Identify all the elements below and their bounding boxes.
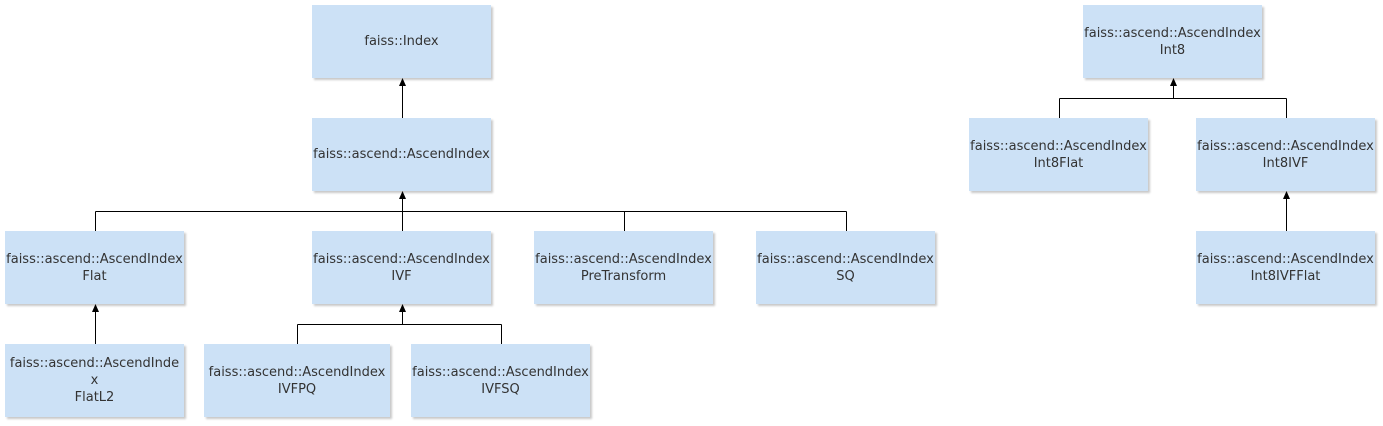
node-label-line: faiss::ascend::AscendIndex <box>757 251 934 267</box>
node-label-line: faiss::ascend::AscendIndex <box>1197 138 1374 154</box>
arrowhead <box>1170 78 1177 86</box>
node-label-line: Int8Flat <box>1033 155 1084 171</box>
node-label-line: faiss::ascend::AscendIndex <box>1084 25 1261 41</box>
node-label-line: IVF <box>391 268 412 284</box>
node-ascend-index: faiss::ascend::AscendIndex <box>312 118 491 191</box>
node-ascend-index-ivfpq: faiss::ascend::AscendIndex IVFPQ <box>204 344 390 417</box>
node-label-line: faiss::ascend::AscendIndex <box>1197 251 1374 267</box>
node-ascend-index-int8ivf: faiss::ascend::AscendIndex Int8IVF <box>1196 118 1375 191</box>
node-label-line: Int8 <box>1159 42 1186 58</box>
node-label-line: IVFSQ <box>481 381 520 397</box>
node-ascend-index-sq: faiss::ascend::AscendIndex SQ <box>756 231 935 304</box>
node-ascend-index-flatl2: faiss::ascend::AscendInde x FlatL2 <box>5 344 184 417</box>
node-label-line: faiss::ascend::AscendIndex <box>412 364 589 380</box>
node-ascend-index-int8ivfflat: faiss::ascend::AscendIndex Int8IVFFlat <box>1196 231 1375 304</box>
node-label-line: Int8IVF <box>1262 155 1309 171</box>
node-label-line: faiss::ascend::AscendIndex <box>208 364 386 380</box>
node-ascend-index-flat: faiss::ascend::AscendIndex Flat <box>5 231 184 304</box>
node-ascend-index-int8: faiss::ascend::AscendIndex Int8 <box>1083 5 1262 78</box>
arrowhead <box>399 304 406 312</box>
node-label-line: faiss::Index <box>364 34 439 49</box>
node-label-line: faiss::ascend::AscendIndex <box>970 138 1147 154</box>
node-label-line: faiss::ascend::AscendIndex <box>313 147 490 162</box>
node-faiss-index: faiss::Index <box>312 5 491 78</box>
node-ascend-index-pretransform: faiss::ascend::AscendIndex PreTransform <box>534 231 713 304</box>
arrowhead <box>399 78 406 86</box>
node-label-line: SQ <box>836 268 855 284</box>
node-label-line: IVFPQ <box>277 381 317 397</box>
node-label-line: x <box>90 373 99 388</box>
node-label-line: faiss::ascend::AscendIndex <box>313 251 490 267</box>
node-label-line: PreTransform <box>580 268 667 284</box>
node-label-line: Int8IVFFlat <box>1250 268 1321 284</box>
node-label-line: faiss::ascend::AscendIndex <box>6 251 183 267</box>
node-label-line: FlatL2 <box>74 390 115 405</box>
node-label-line: Flat <box>82 268 107 284</box>
node-ascend-index-ivf: faiss::ascend::AscendIndex IVF <box>312 231 491 304</box>
arrowhead <box>1283 191 1290 199</box>
arrowhead <box>399 191 406 199</box>
node-label-line: faiss::ascend::AscendIndex <box>535 251 712 267</box>
node-label-line: faiss::ascend::AscendInde <box>9 356 180 371</box>
node-ascend-index-int8flat: faiss::ascend::AscendIndex Int8Flat <box>969 118 1148 191</box>
node-ascend-index-ivfsq: faiss::ascend::AscendIndex IVFSQ <box>411 344 590 417</box>
arrowhead <box>92 304 99 312</box>
